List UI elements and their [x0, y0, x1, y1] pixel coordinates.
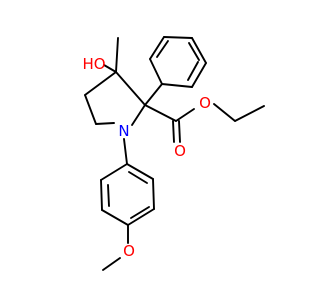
bond-c-o-ester — [175, 108, 195, 122]
bond-carbonyl-double-b — [178, 120, 181, 143]
bond-carbonyl-double-a — [172, 120, 175, 143]
phenyl-bond-6 — [161, 83, 193, 88]
bond-c2-c3 — [115, 71, 146, 106]
phenyl-double-3 — [188, 42, 200, 61]
bond-c3-c4 — [84, 71, 117, 96]
bond-c4-c5 — [84, 94, 97, 125]
aryl-double-2 — [130, 206, 150, 219]
phenyl-bond-2 — [149, 36, 165, 60]
phenyl-ring — [144, 36, 207, 106]
aryl-bond-6 — [126, 163, 154, 180]
bond-c2-carbonyl-c — [144, 104, 177, 122]
bond-c5-n1 — [95, 122, 115, 125]
ethyl-ester — [144, 103, 265, 143]
phenyl-double-1 — [156, 40, 169, 58]
phenyl-bond-1 — [149, 58, 163, 85]
aryl-double-3 — [128, 171, 148, 184]
methoxy-oxygen-label: O — [123, 242, 135, 260]
atom-labels: HO N O O O — [82, 55, 210, 260]
phenyl-bond-5 — [191, 62, 207, 88]
aryl-bond-2 — [100, 179, 103, 211]
aryl-bond-4 — [127, 208, 155, 226]
ring-nitrogen-label: N — [118, 122, 129, 140]
methoxyphenyl-ring — [100, 138, 155, 271]
structure-canvas: HO N O O O — [82, 36, 265, 271]
bond-o-methyl — [102, 257, 121, 271]
ester-oxygen-label: O — [199, 94, 211, 112]
aryl-bond-1 — [100, 163, 128, 181]
phenyl-bond-3 — [163, 36, 193, 39]
bond-ch2-ch3 — [234, 105, 265, 122]
aryl-double-1 — [107, 184, 110, 207]
hydroxyl-label: HO — [82, 55, 105, 73]
bond-c3-oh — [103, 64, 117, 73]
bond-c2-phenyl — [144, 83, 163, 106]
bond-o-ch2 — [213, 103, 236, 122]
bond-n1-c2 — [131, 104, 146, 126]
c3-substituents — [103, 37, 119, 73]
aryl-bond-5 — [152, 178, 155, 210]
phenyl-bond-4 — [191, 37, 207, 64]
bond-c3-methyl — [115, 37, 119, 73]
bond-n-aryl — [123, 138, 128, 165]
pyrrolidine-ring — [84, 71, 146, 126]
carbonyl-oxygen-label: O — [174, 142, 186, 160]
molecule-drawing: HO N O O O — [82, 36, 265, 271]
aryl-bond-3 — [101, 209, 129, 226]
phenyl-double-2 — [187, 61, 199, 81]
